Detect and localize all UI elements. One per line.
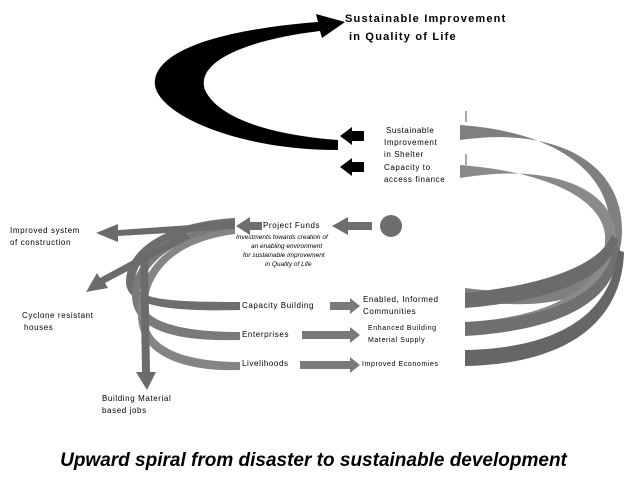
label-shelter-2: Improvement — [384, 138, 438, 147]
label-economies: Improved Economies — [362, 361, 439, 368]
label-enterprises: Enterprises — [242, 330, 290, 339]
label-capacity-building: Capacity Building — [242, 301, 315, 310]
label-construction-2: of construction — [10, 238, 72, 247]
arrow-enterprises — [302, 327, 360, 343]
label-cyclone-2: houses — [24, 323, 54, 332]
band-left-top — [126, 218, 240, 311]
label-communities-2: Communities — [363, 307, 417, 316]
band-left-low — [138, 228, 240, 371]
arrow-cyclone — [86, 232, 190, 292]
arrow-construction — [96, 222, 235, 242]
arrow-livelihoods — [300, 357, 360, 373]
band-capacity — [465, 235, 618, 308]
label-shelter-3: in Shelter — [384, 150, 424, 159]
title-line-2: in Quality of Life — [349, 31, 457, 43]
arrow-jobs — [136, 252, 156, 390]
label-construction-1: Improved system — [10, 226, 80, 235]
label-finance-1: Capacity to — [384, 163, 431, 172]
band-finance — [460, 165, 617, 334]
arrow-from-funds — [236, 217, 262, 235]
label-shelter-1: Sustainable — [386, 126, 435, 135]
diagram-caption: Upward spiral from disaster to sustainab… — [60, 450, 567, 471]
arrow-shelter — [340, 127, 364, 145]
note-line-1: Investments towards creation of — [236, 234, 328, 241]
arrow-finance — [340, 158, 364, 176]
label-livelihoods: Livelihoods — [242, 359, 289, 368]
label-supply-2: Material Supply — [368, 337, 426, 344]
label-project-funds: Project Funds — [263, 221, 321, 230]
note-line-3: for sustainable improvement — [243, 252, 325, 259]
label-jobs-1: Building Material — [102, 394, 172, 403]
note-line-4: in Quality of Life — [265, 261, 312, 268]
disaster-circle — [380, 215, 402, 237]
label-jobs-2: based jobs — [102, 406, 147, 415]
title-line-1: Sustainable Improvement — [345, 13, 507, 25]
label-finance-2: access finance — [384, 175, 446, 184]
arrow-capacity — [330, 298, 360, 314]
arrow-to-funds — [332, 217, 372, 235]
label-cyclone-1: Cyclone resistant — [22, 311, 94, 320]
note-line-2: an enabling environment — [251, 243, 323, 250]
label-communities-1: Enabled, Informed — [363, 295, 439, 304]
quality-of-life-arrow — [154, 14, 345, 150]
band-economies — [465, 250, 624, 366]
label-supply-1: Enhanced Building — [368, 325, 437, 332]
band-supply — [465, 245, 620, 336]
